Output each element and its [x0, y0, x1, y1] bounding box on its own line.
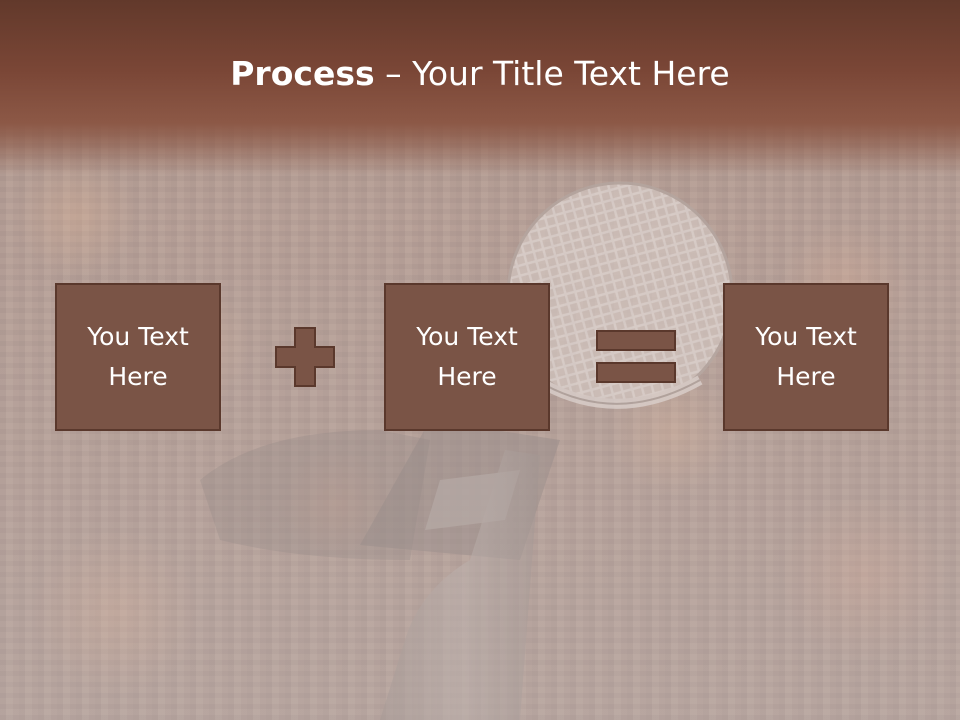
slide-title: Process – Your Title Text Here	[0, 52, 960, 96]
text-box-3[interactable]: You Text Here	[723, 283, 889, 431]
text-box-3-label: You Text Here	[755, 322, 857, 391]
text-box-2[interactable]: You Text Here	[384, 283, 550, 431]
plus-icon	[275, 327, 335, 387]
title-bold-word: Process	[230, 54, 375, 93]
equals-icon	[596, 330, 676, 383]
title-dash: –	[374, 54, 413, 93]
title-band	[0, 0, 960, 175]
title-text: Your Title Text Here	[412, 54, 730, 93]
text-box-1-label: You Text Here	[87, 322, 189, 391]
text-box-2-label: You Text Here	[416, 322, 518, 391]
text-box-1[interactable]: You Text Here	[55, 283, 221, 431]
